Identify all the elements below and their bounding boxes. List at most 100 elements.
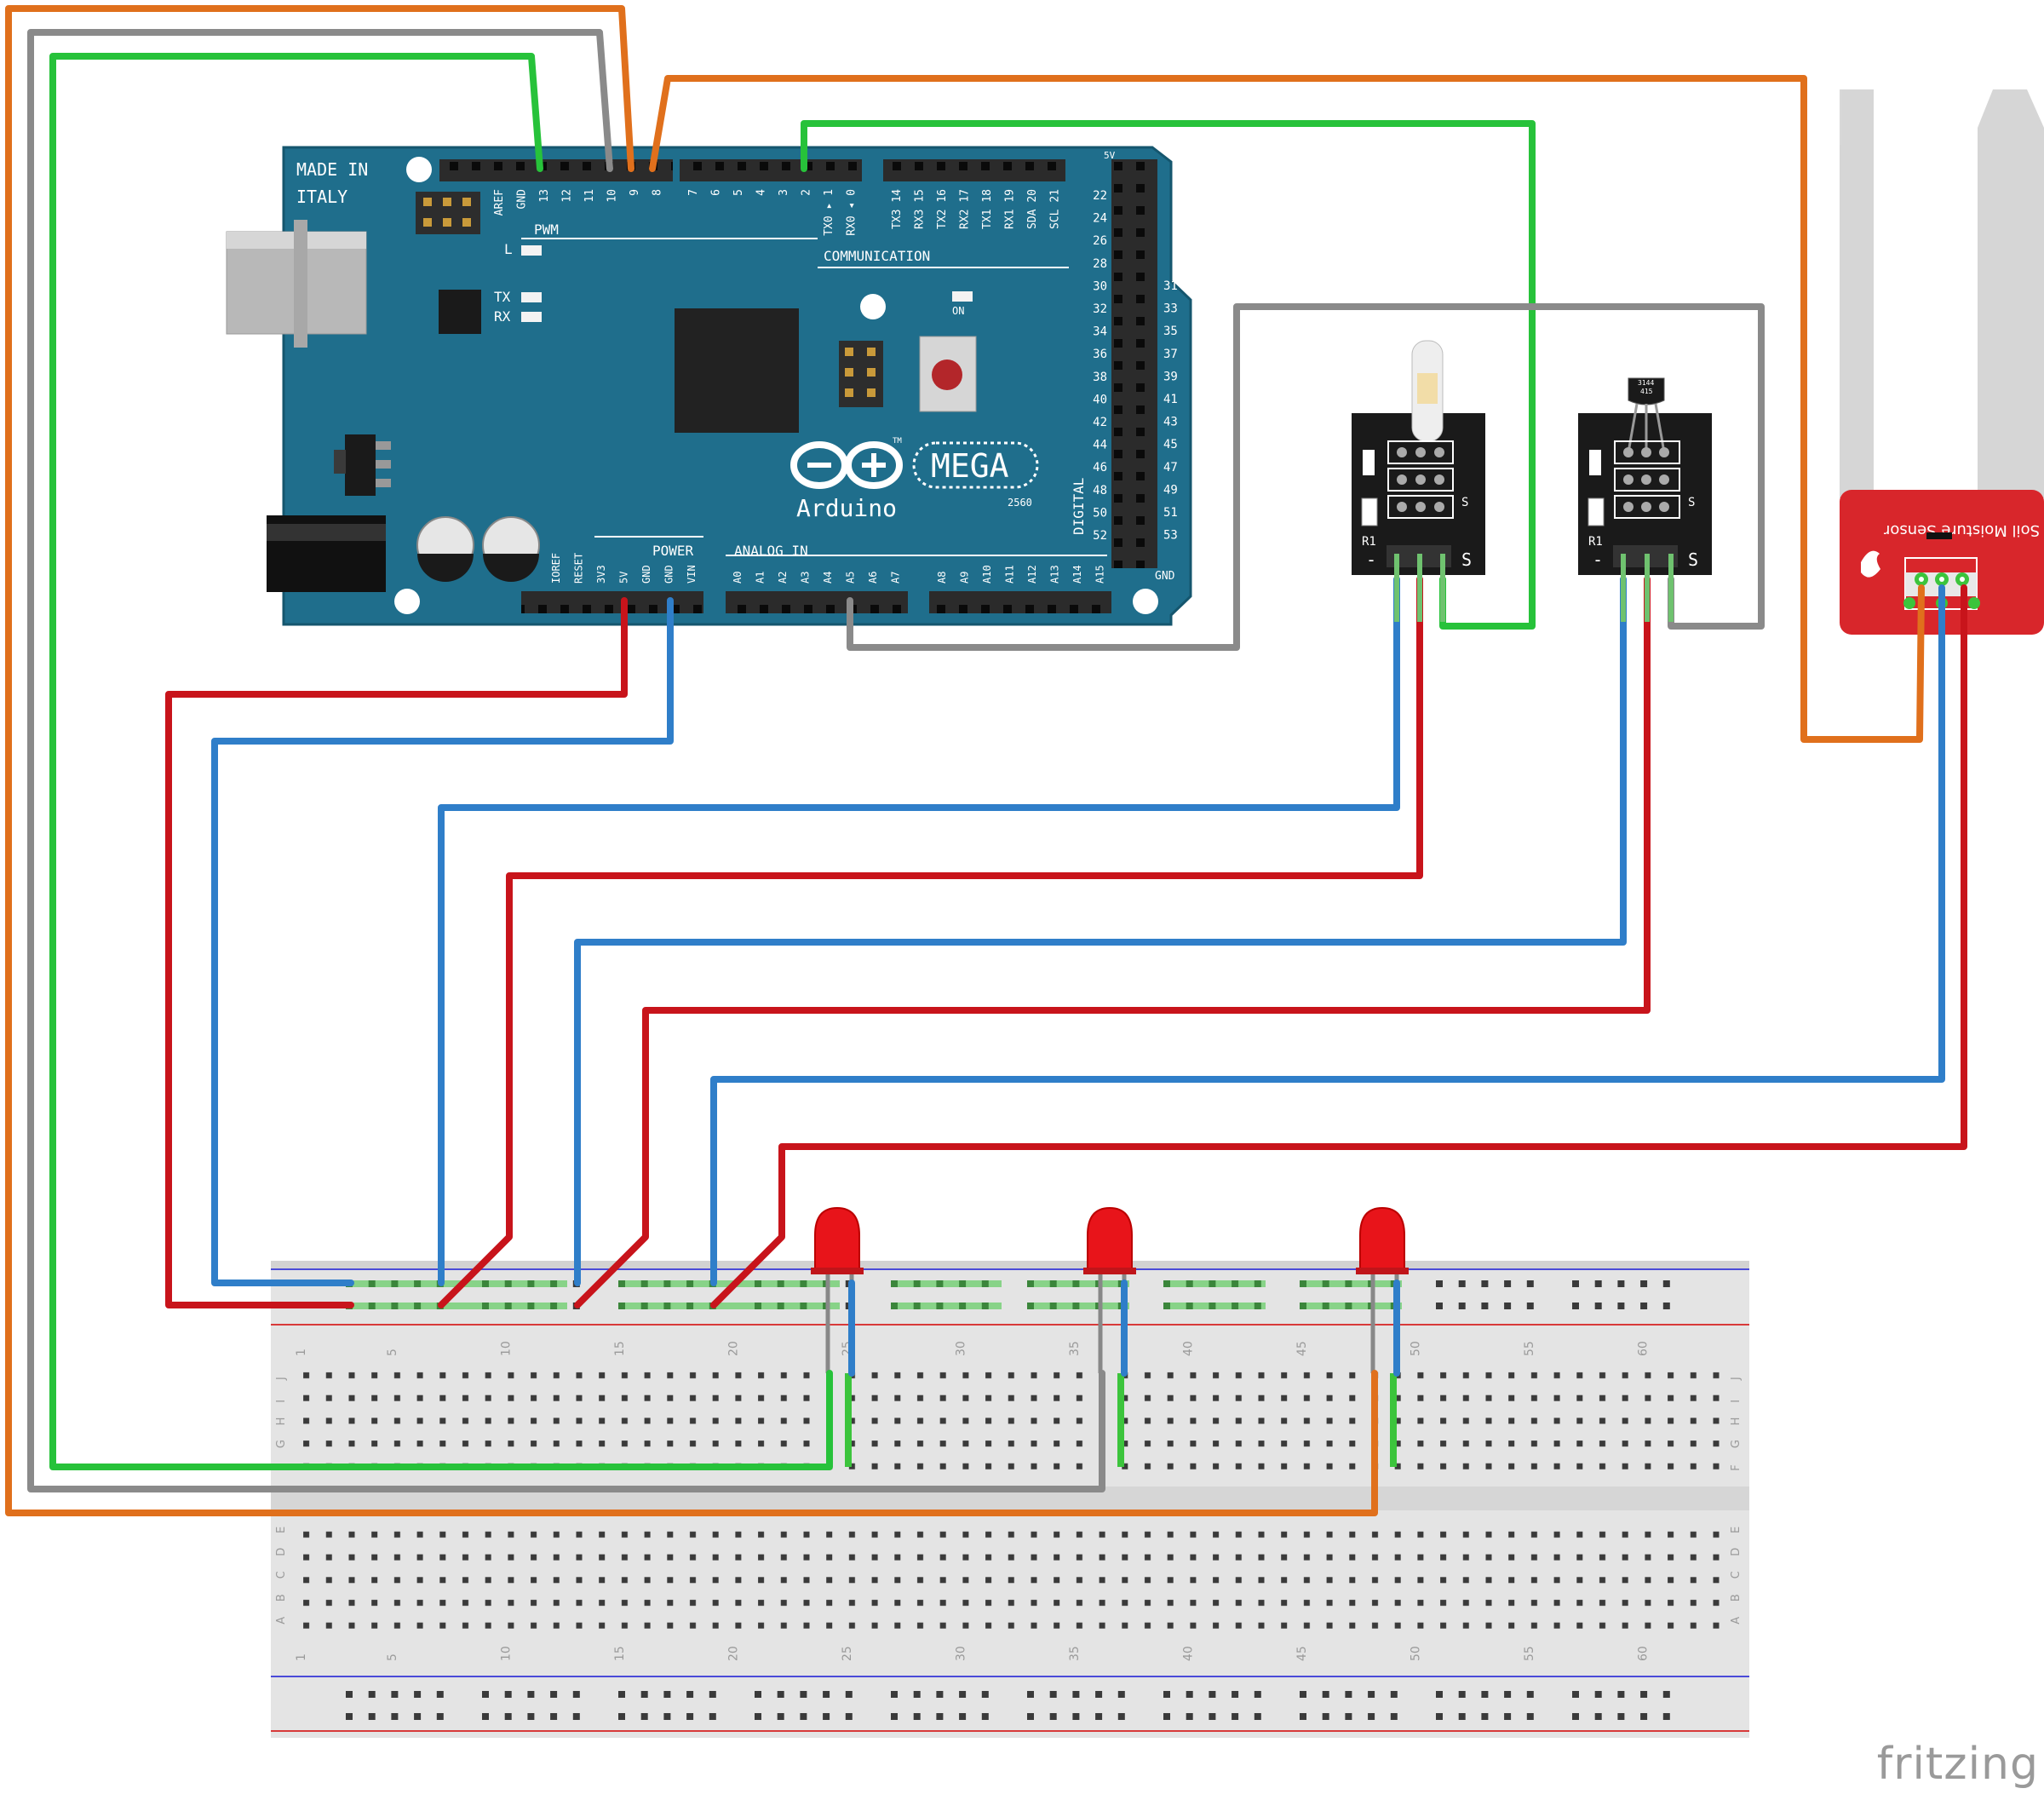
column-number: 20 — [726, 1646, 740, 1661]
rail-hole — [1572, 1303, 1579, 1309]
rail-hole — [755, 1691, 761, 1698]
rail-hole — [709, 1691, 716, 1698]
pin-label: A12 — [1026, 565, 1038, 584]
hall-chip-text-2: 415 — [1640, 388, 1653, 395]
terminal-rows-j-f — [290, 1363, 1729, 1474]
tilt-pin-minus-label: - — [1366, 549, 1376, 570]
hall-r1-label: R1 — [1588, 535, 1603, 549]
row-letter: I — [1730, 1400, 1743, 1403]
rail-hole — [1481, 1303, 1489, 1309]
rail-hole — [1322, 1691, 1329, 1698]
column-number: 45 — [1295, 1341, 1309, 1356]
row-letter: A — [1730, 1617, 1743, 1625]
row-letter: G — [1730, 1440, 1743, 1448]
pin-label: 42 — [1093, 416, 1107, 429]
rail-hole — [1186, 1691, 1193, 1698]
rail-hole — [800, 1691, 807, 1698]
wire-red-tilt-vcc — [438, 576, 1423, 1308]
pin-label: TX0 ▸ 1 — [823, 189, 835, 236]
row-letter: F — [1730, 1464, 1743, 1470]
rail-hole — [640, 1713, 648, 1720]
header-analog-1 — [726, 591, 908, 613]
column-number: 10 — [499, 1646, 513, 1661]
header-5v-label: 5V — [1104, 150, 1116, 161]
rail-hole — [1617, 1713, 1625, 1720]
pin-label: 33 — [1163, 302, 1178, 316]
pin-label: 5V — [618, 572, 630, 584]
rail-hole — [663, 1691, 671, 1698]
row-letter: J — [275, 1377, 288, 1381]
rail-hole — [504, 1713, 512, 1720]
rail-hole — [891, 1713, 898, 1720]
pin-label: GND — [640, 565, 652, 584]
rail-hole — [482, 1691, 489, 1698]
rail-hole — [1662, 1303, 1670, 1309]
connected-holes — [346, 1280, 1402, 1467]
rail-hole — [1368, 1713, 1375, 1720]
led-tx — [521, 292, 542, 302]
analog-in-label: ANALOG IN — [734, 543, 808, 559]
rail-hole — [1640, 1303, 1648, 1309]
pin-label: A3 — [800, 572, 812, 584]
pin-label: 49 — [1163, 483, 1178, 497]
pin-label: 48 — [1093, 484, 1107, 497]
led-l-label: L — [504, 241, 513, 257]
hall-sensor-chip-icon — [1628, 377, 1665, 405]
pin-label: 30 — [1093, 279, 1107, 293]
column-number: 60 — [1636, 1646, 1650, 1661]
rail-hole — [1117, 1713, 1125, 1720]
pin-label: TX3 14 — [891, 189, 904, 229]
rail-hole — [391, 1713, 399, 1720]
rail-hole — [913, 1691, 921, 1698]
pin-label: 53 — [1163, 529, 1178, 543]
hall-pin-s-label: S — [1688, 549, 1698, 570]
mounting-hole — [860, 294, 886, 319]
column-number: 50 — [1409, 1646, 1422, 1661]
model-name: MEGA — [931, 447, 1009, 485]
wire-red-5v — [165, 597, 628, 1308]
bottom-power-rail — [346, 1691, 1670, 1720]
rail-hole — [1232, 1691, 1239, 1698]
column-number: 35 — [1068, 1646, 1082, 1661]
pin-label: 11 — [583, 189, 596, 203]
rail-hole — [1232, 1713, 1239, 1720]
pin-label: GND — [516, 189, 529, 210]
rail-hole — [981, 1713, 989, 1720]
wire-green-d13-led1 — [49, 53, 833, 1470]
rail-hole — [913, 1713, 921, 1720]
pin-label: 39 — [1163, 370, 1178, 383]
pin-label: 34 — [1093, 325, 1107, 339]
rail-hole — [981, 1691, 989, 1698]
pin-label: 7 — [687, 189, 700, 196]
pin-label: 4 — [755, 189, 768, 196]
digital-label: DIGITAL — [1071, 478, 1087, 535]
rail-hole — [1072, 1691, 1080, 1698]
rail-hole — [1640, 1691, 1648, 1698]
pin-label: 43 — [1163, 416, 1178, 429]
rail-hole — [1504, 1691, 1512, 1698]
row-letter: A — [275, 1617, 288, 1625]
pin-label: TX2 16 — [936, 189, 949, 229]
pin-label: 36 — [1093, 348, 1107, 361]
rail-hole — [1458, 1691, 1466, 1698]
rail-hole — [1572, 1713, 1579, 1720]
rail-hole — [1572, 1691, 1579, 1698]
mounting-hole — [406, 157, 432, 182]
wire-gray-a5-hall — [847, 303, 1765, 651]
rail-hole — [550, 1691, 558, 1698]
pin-label: 9 — [629, 189, 641, 196]
rail-hole — [1458, 1713, 1466, 1720]
column-number: 20 — [726, 1341, 740, 1356]
pin-label: A0 — [732, 572, 744, 584]
rail-hole — [414, 1691, 422, 1698]
rail-hole — [550, 1713, 558, 1720]
pin-label: A9 — [959, 572, 971, 584]
pin-label: A5 — [845, 572, 857, 584]
hall-chip-text-1: 3144 — [1638, 379, 1654, 387]
rail-hole — [1117, 1691, 1125, 1698]
rail-hole — [391, 1691, 399, 1698]
header-analog-2 — [929, 591, 1111, 613]
arduino-logo — [790, 441, 1039, 489]
soil-sensor-label: Soil Moisture Sensor — [1883, 521, 2040, 539]
